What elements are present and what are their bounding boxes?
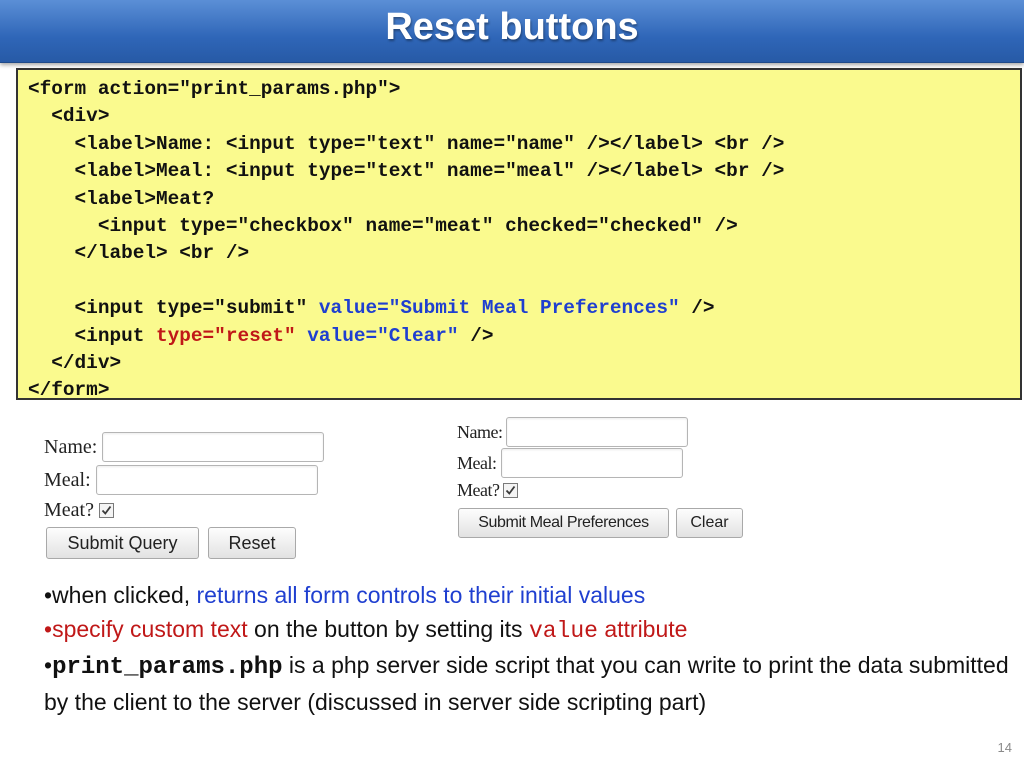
name-input[interactable]	[102, 432, 325, 462]
bullet-3: •print_params.php is a php server side s…	[44, 648, 1014, 719]
code-line-7: </label> <br />	[28, 242, 250, 265]
code-reset-type: type="reset"	[156, 324, 296, 347]
code-line-5: <label>Meat?	[28, 187, 215, 210]
form-demo-default: Name: Meal: Meat?	[44, 432, 334, 562]
meal-row: Meal:	[457, 448, 683, 478]
code-listing: <form action="print_params.php"> <div> <…	[16, 68, 1022, 401]
code-line-3: <label>Name: <input type="text" name="na…	[28, 132, 785, 155]
meat-label: Meat?	[457, 480, 500, 501]
code-submit-tag: <input type="submit"	[28, 297, 319, 320]
code-reset-close: />	[458, 324, 494, 347]
title-bar: Reset buttons	[0, 0, 1024, 63]
code-submit-value: value="Submit Meal Preferences"	[318, 297, 680, 320]
meal-label: Meal:	[44, 468, 91, 491]
code-line-10: <input type="reset" value="Clear" />	[28, 323, 1020, 350]
meal-input[interactable]	[500, 448, 683, 478]
meat-checkbox[interactable]	[503, 483, 519, 499]
bullet-1-prefix: •when clicked,	[44, 582, 197, 608]
meat-checkbox[interactable]	[98, 502, 114, 518]
slide-title: Reset buttons	[385, 6, 639, 48]
form-demo-custom: Name: Meal: Meat?	[457, 417, 747, 507]
meal-input[interactable]	[95, 465, 318, 495]
submit-meal-preferences-button[interactable]: Submit Meal Preferences	[458, 508, 669, 538]
checkmark-icon	[101, 505, 112, 515]
code-line-8	[28, 268, 1020, 295]
bullet-2-bullet: •	[44, 616, 53, 642]
name-row: Name:	[457, 417, 689, 447]
bullet-2-end: attribute	[597, 616, 688, 642]
code-line-4: <label>Meal: <input type="text" name="me…	[28, 160, 785, 183]
checkmark-icon	[506, 486, 516, 496]
name-input[interactable]	[506, 417, 689, 447]
code-submit-close: />	[679, 297, 715, 320]
code-reset-value: value="Clear"	[307, 324, 459, 347]
name-label: Name:	[457, 421, 503, 442]
meat-row: Meat?	[457, 479, 519, 501]
bullet-2-highlight: specify custom text	[52, 616, 248, 642]
bullet-list: •when clicked, returns all form controls…	[44, 578, 1014, 719]
meal-label: Meal:	[457, 452, 497, 473]
clear-button[interactable]: Clear	[676, 508, 743, 538]
submit-query-button[interactable]: Submit Query	[46, 527, 199, 559]
code-line-1: <form action="print_params.php">	[28, 78, 401, 100]
code-reset-tag: <input	[28, 324, 156, 347]
bullet-1-highlight: returns all form controls to their initi…	[196, 582, 646, 608]
meat-row: Meat?	[44, 498, 114, 522]
meal-row: Meal:	[44, 465, 318, 495]
reset-button[interactable]: Reset	[208, 527, 296, 559]
bullet-2: •specify custom text on the button by se…	[44, 612, 1014, 648]
bullet-3-text: is a php server side script that you can…	[44, 652, 1009, 715]
code-line-2: <div>	[28, 105, 110, 128]
code-line-9: <input type="submit" value="Submit Meal …	[28, 295, 1020, 322]
code-line-11: </div>	[28, 351, 122, 374]
bullet-2-middle: on the button by setting its	[247, 616, 529, 642]
code-line-12: </form>	[28, 379, 110, 402]
bullet-3-code: print_params.php	[52, 654, 283, 681]
name-row: Name:	[44, 432, 325, 462]
bullet-1: •when clicked, returns all form controls…	[44, 578, 1014, 612]
page-number: 14	[997, 740, 1012, 755]
bullet-2-code: value	[528, 618, 598, 644]
name-label: Name:	[44, 435, 98, 458]
code-line-6: <input type="checkbox" name="meat" check…	[28, 214, 738, 237]
code-reset-space	[296, 325, 308, 347]
bullet-3-bullet: •	[44, 652, 53, 678]
meat-label: Meat?	[44, 498, 94, 521]
